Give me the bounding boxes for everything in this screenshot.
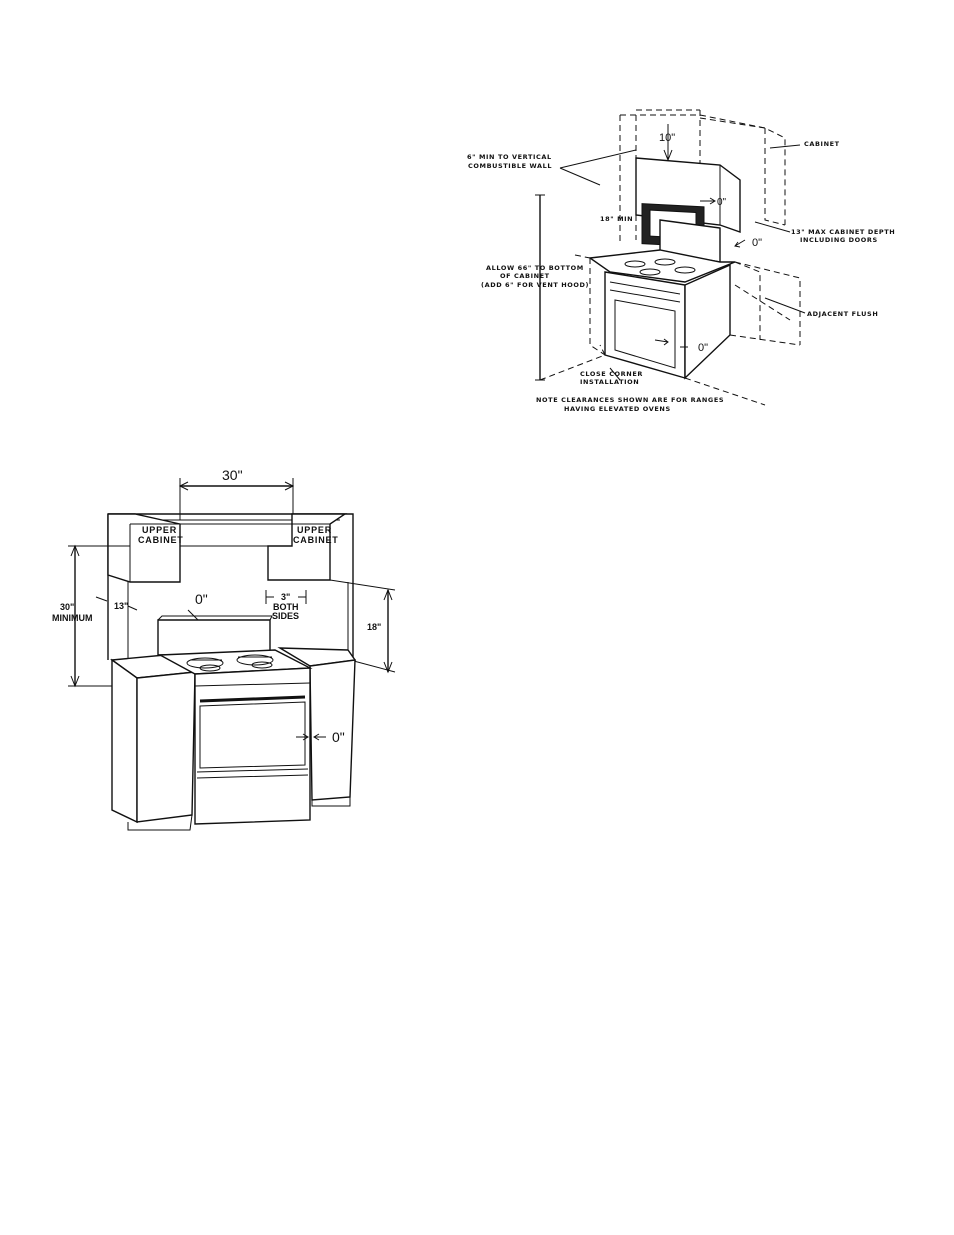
standard-range-diagram: 30" UPPER CABINET UPPER CABINET 30" MINI…	[52, 467, 396, 831]
label-cabinet: CABINET	[804, 140, 840, 148]
label-upper-right-2: CABINET	[293, 535, 339, 545]
label-front-zero: 0"	[698, 342, 708, 354]
label-right-zero: 0"	[752, 237, 762, 249]
label-corner-1: CLOSE CORNER	[580, 370, 643, 378]
label-note-2: HAVING ELEVATED OVENS	[564, 405, 671, 413]
label-zero-back: 0"	[195, 591, 208, 607]
label-height-1: 30"	[60, 602, 74, 612]
elevated-oven-diagram: CABINET 6" MIN TO VERTICAL COMBUSTIBLE W…	[467, 109, 895, 413]
label-both-3: SIDES	[272, 611, 299, 621]
label-depth13: 13"	[114, 601, 128, 611]
label-side-clear: 0"	[717, 197, 727, 208]
label-max-depth-1: 13" MAX CABINET DEPTH	[791, 228, 895, 236]
label-allow-1: ALLOW 66" TO BOTTOM	[486, 264, 584, 272]
label-min-wall-2: COMBUSTIBLE WALL	[468, 162, 552, 170]
label-h18: 18"	[367, 622, 381, 632]
label-allow-2: OF CABINET	[500, 272, 550, 280]
label-18-min: 18" MIN	[600, 215, 633, 223]
label-max-depth-2: INCLUDING DOORS	[800, 236, 878, 244]
label-corner-2: INSTALLATION	[580, 378, 639, 386]
label-upper-left-1: UPPER	[142, 525, 177, 535]
label-both-2: BOTH	[273, 602, 299, 612]
label-upper-left-2: CABINET	[138, 535, 184, 545]
label-zero-side: 0"	[332, 729, 345, 745]
label-height-2: MINIMUM	[52, 613, 93, 623]
label-both-1: 3"	[281, 592, 290, 602]
label-note-1: NOTE CLEARANCES SHOWN ARE FOR RANGES	[536, 396, 724, 404]
label-adjacent: ADJACENT FLUSH	[807, 310, 878, 318]
label-min-wall-1: 6" MIN TO VERTICAL	[467, 153, 552, 161]
label-upper-right-1: UPPER	[297, 525, 332, 535]
label-top-clear: 10"	[659, 132, 675, 144]
label-allow-3: (ADD 6" FOR VENT HOOD)	[481, 281, 589, 289]
label-width: 30"	[222, 467, 243, 483]
